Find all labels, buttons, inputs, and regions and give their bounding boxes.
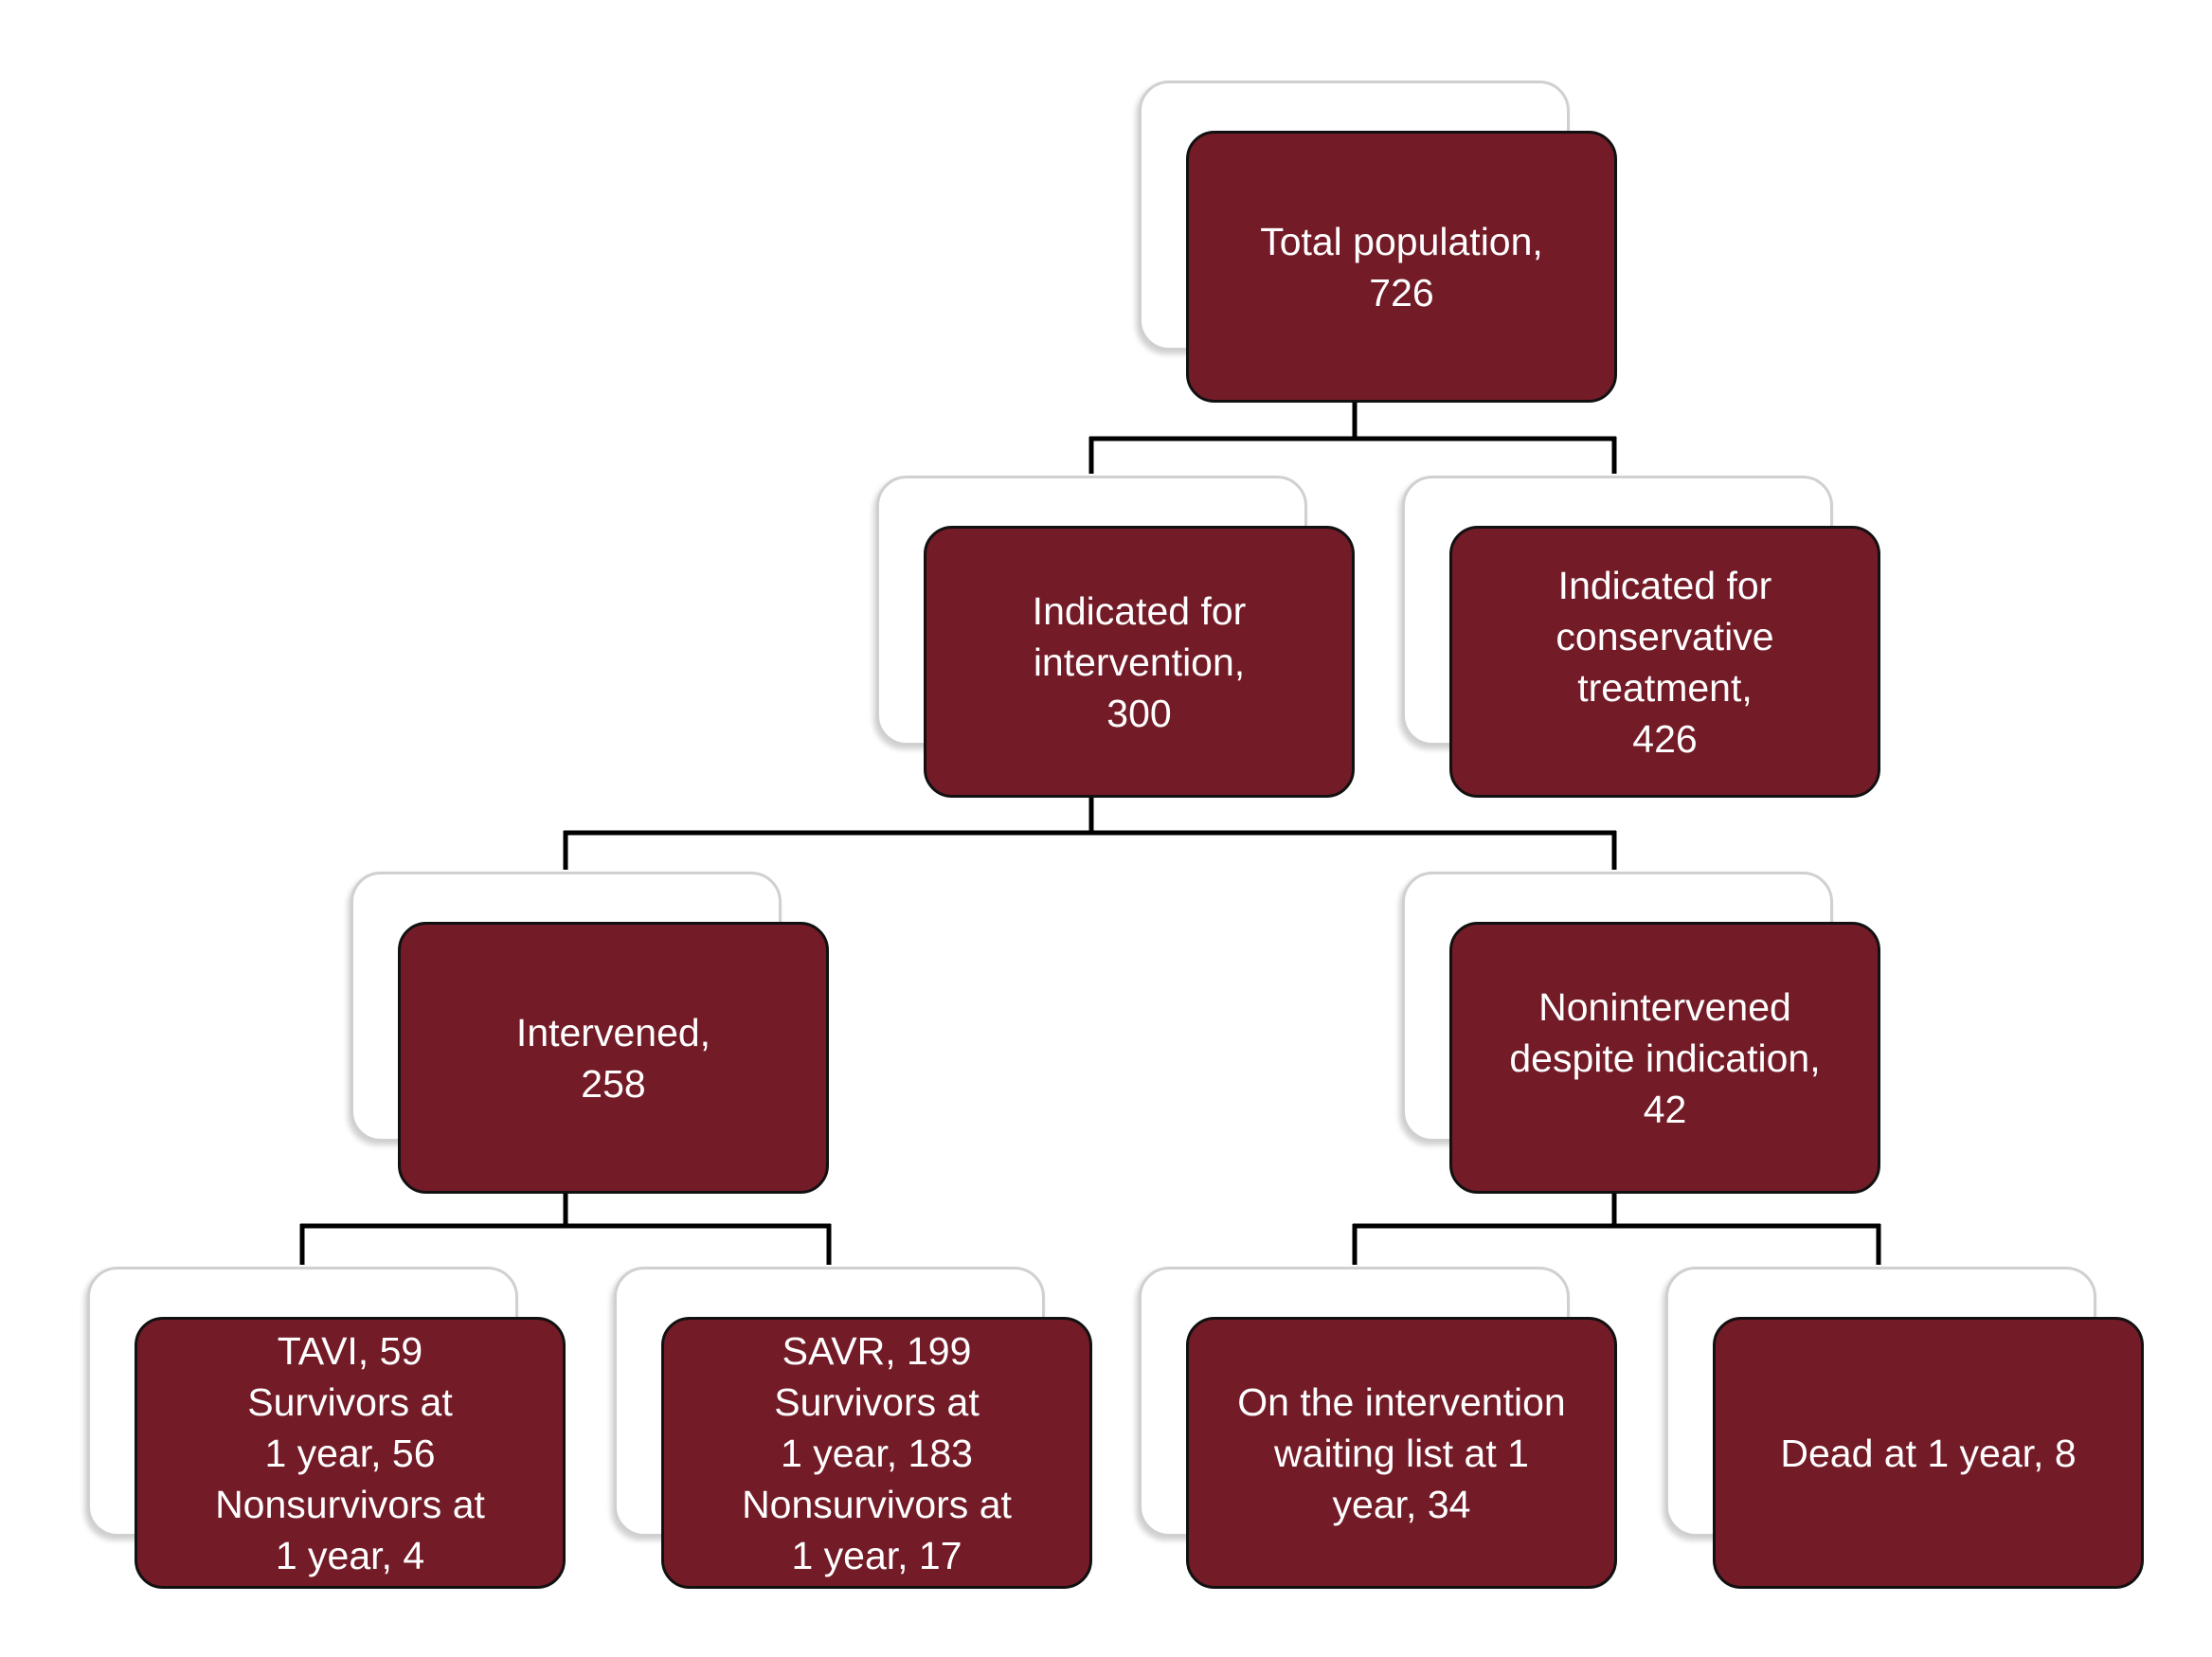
node-label-total-population: Total population, 726 [1260, 219, 1543, 315]
node-label-nonintervened: Nonintervened despite indication, 42 [1509, 984, 1821, 1131]
node-box: Intervened, 258 [398, 922, 829, 1194]
node-label-intervened: Intervened, 258 [515, 1010, 711, 1106]
node-box: Nonintervened despite indication, 42 [1449, 922, 1880, 1194]
node-box: Indicated for conservative treatment, 42… [1449, 526, 1880, 798]
node-box: Indicated for intervention, 300 [924, 526, 1355, 798]
node-label-indicated-conservative: Indicated for conservative treatment, 42… [1556, 563, 1774, 761]
node-label-indicated-intervention: Indicated for intervention, 300 [1032, 588, 1247, 735]
node-label-dead: Dead at 1 year, 8 [1780, 1431, 2077, 1475]
node-box: SAVR, 199 Survivors at 1 year, 183 Nonsu… [661, 1317, 1092, 1589]
node-label-waiting-list: On the intervention waiting list at 1 ye… [1237, 1379, 1566, 1526]
node-box: Total population, 726 [1186, 131, 1617, 403]
node-box: TAVI, 59 Survivors at 1 year, 56 Nonsurv… [135, 1317, 566, 1589]
node-label-tavi: TAVI, 59 Survivors at 1 year, 56 Nonsurv… [215, 1328, 485, 1577]
node-box: Dead at 1 year, 8 [1713, 1317, 2144, 1589]
node-label-savr: SAVR, 199 Survivors at 1 year, 183 Nonsu… [742, 1328, 1012, 1577]
node-box: On the intervention waiting list at 1 ye… [1186, 1317, 1617, 1589]
